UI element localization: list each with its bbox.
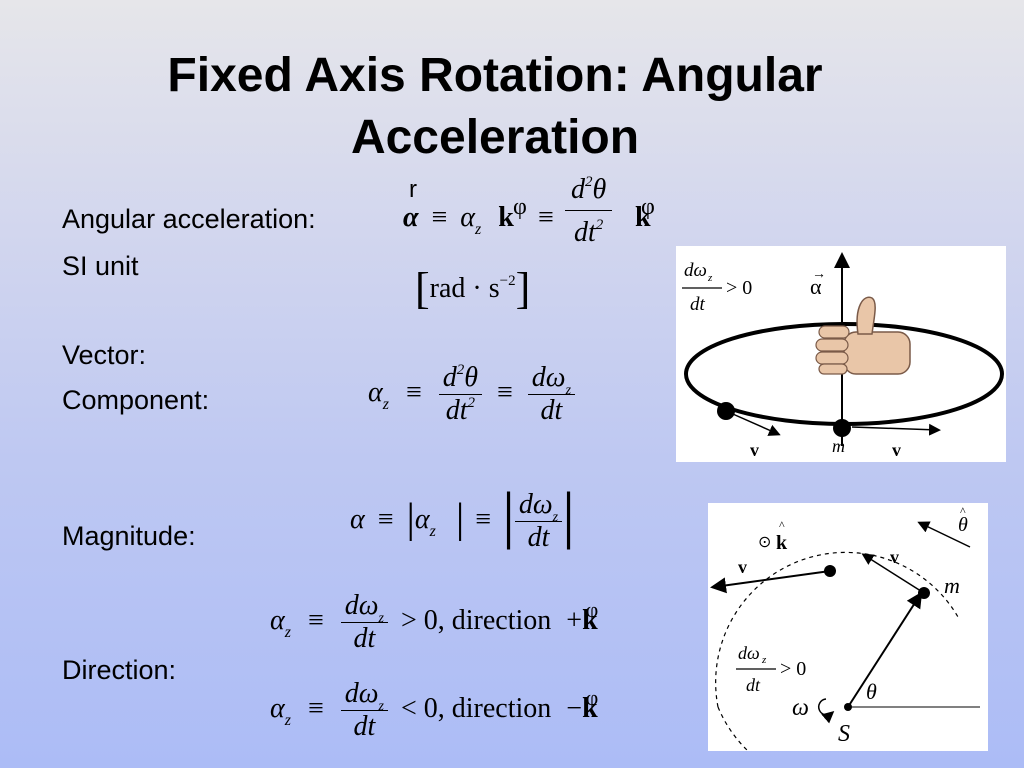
svg-text:v: v — [750, 440, 759, 460]
svg-text:m: m — [832, 436, 845, 456]
right-hand-rule-diagram: dω z dt > 0 α → v m v — [682, 252, 1004, 460]
hand-icon — [815, 296, 911, 375]
svg-text:dt: dt — [746, 675, 761, 695]
figure-circular-motion: θ ^ ⊙ k ^ v v m dω z dt > 0 θ ω S — [708, 503, 988, 752]
svg-text:θ: θ — [958, 514, 968, 536]
label-component: Component: — [62, 385, 210, 415]
vector-r-mark: r — [409, 176, 417, 203]
alpha-z: α — [460, 202, 475, 233]
svg-text:dω: dω — [738, 643, 760, 663]
title-line-2: Acceleration — [350, 111, 640, 164]
svg-text:→: → — [812, 267, 826, 282]
svg-text:θ: θ — [866, 679, 877, 704]
svg-text:dt: dt — [690, 294, 706, 315]
svg-text:^: ^ — [779, 518, 785, 532]
d2theta-fraction: d2θ dt2 — [565, 172, 613, 249]
svg-text:S: S — [838, 721, 850, 747]
svg-text:ω: ω — [792, 695, 809, 721]
svg-text:v: v — [890, 547, 899, 567]
label-angular-acceleration: Angular acceleration: — [62, 204, 316, 234]
svg-text:z: z — [761, 654, 767, 666]
figure-right-hand-rule: dω z dt > 0 α → v m v — [676, 246, 1006, 462]
svg-text:^: ^ — [960, 504, 966, 518]
k-hat-2: k — [635, 202, 651, 233]
svg-text:v: v — [738, 557, 747, 577]
equiv-sign: ≡ — [431, 202, 448, 233]
si-unit-expression: [rad · s−2] — [415, 264, 531, 313]
label-vector: Vector: — [62, 340, 147, 370]
alpha-vector: α — [403, 202, 419, 233]
svg-text:dω: dω — [684, 260, 707, 281]
slide-title: Fixed Axis Rotation: Angular Acceleratio… — [60, 45, 930, 169]
title-line-1: Fixed Axis Rotation: Angular — [167, 49, 823, 102]
svg-text:z: z — [707, 272, 713, 284]
svg-text:> 0: > 0 — [780, 658, 806, 680]
svg-text:k: k — [776, 532, 788, 554]
sub-z: z — [475, 221, 482, 238]
label-si-unit: SI unit — [62, 251, 139, 281]
phi-mark: φ — [513, 194, 527, 220]
svg-text:α: α — [810, 274, 822, 299]
svg-text:> 0: > 0 — [726, 277, 752, 299]
label-magnitude: Magnitude: — [62, 521, 196, 551]
svg-text:⊙: ⊙ — [758, 534, 771, 551]
phi-mark-2: φ — [641, 194, 655, 220]
circular-motion-diagram: θ ^ ⊙ k ^ v v m dω z dt > 0 θ ω S — [710, 504, 980, 752]
svg-text:v: v — [892, 440, 901, 460]
k-hat: k — [498, 202, 514, 233]
svg-text:m: m — [944, 573, 960, 598]
equiv-sign-2: ≡ — [538, 202, 554, 233]
label-direction: Direction: — [62, 655, 177, 685]
